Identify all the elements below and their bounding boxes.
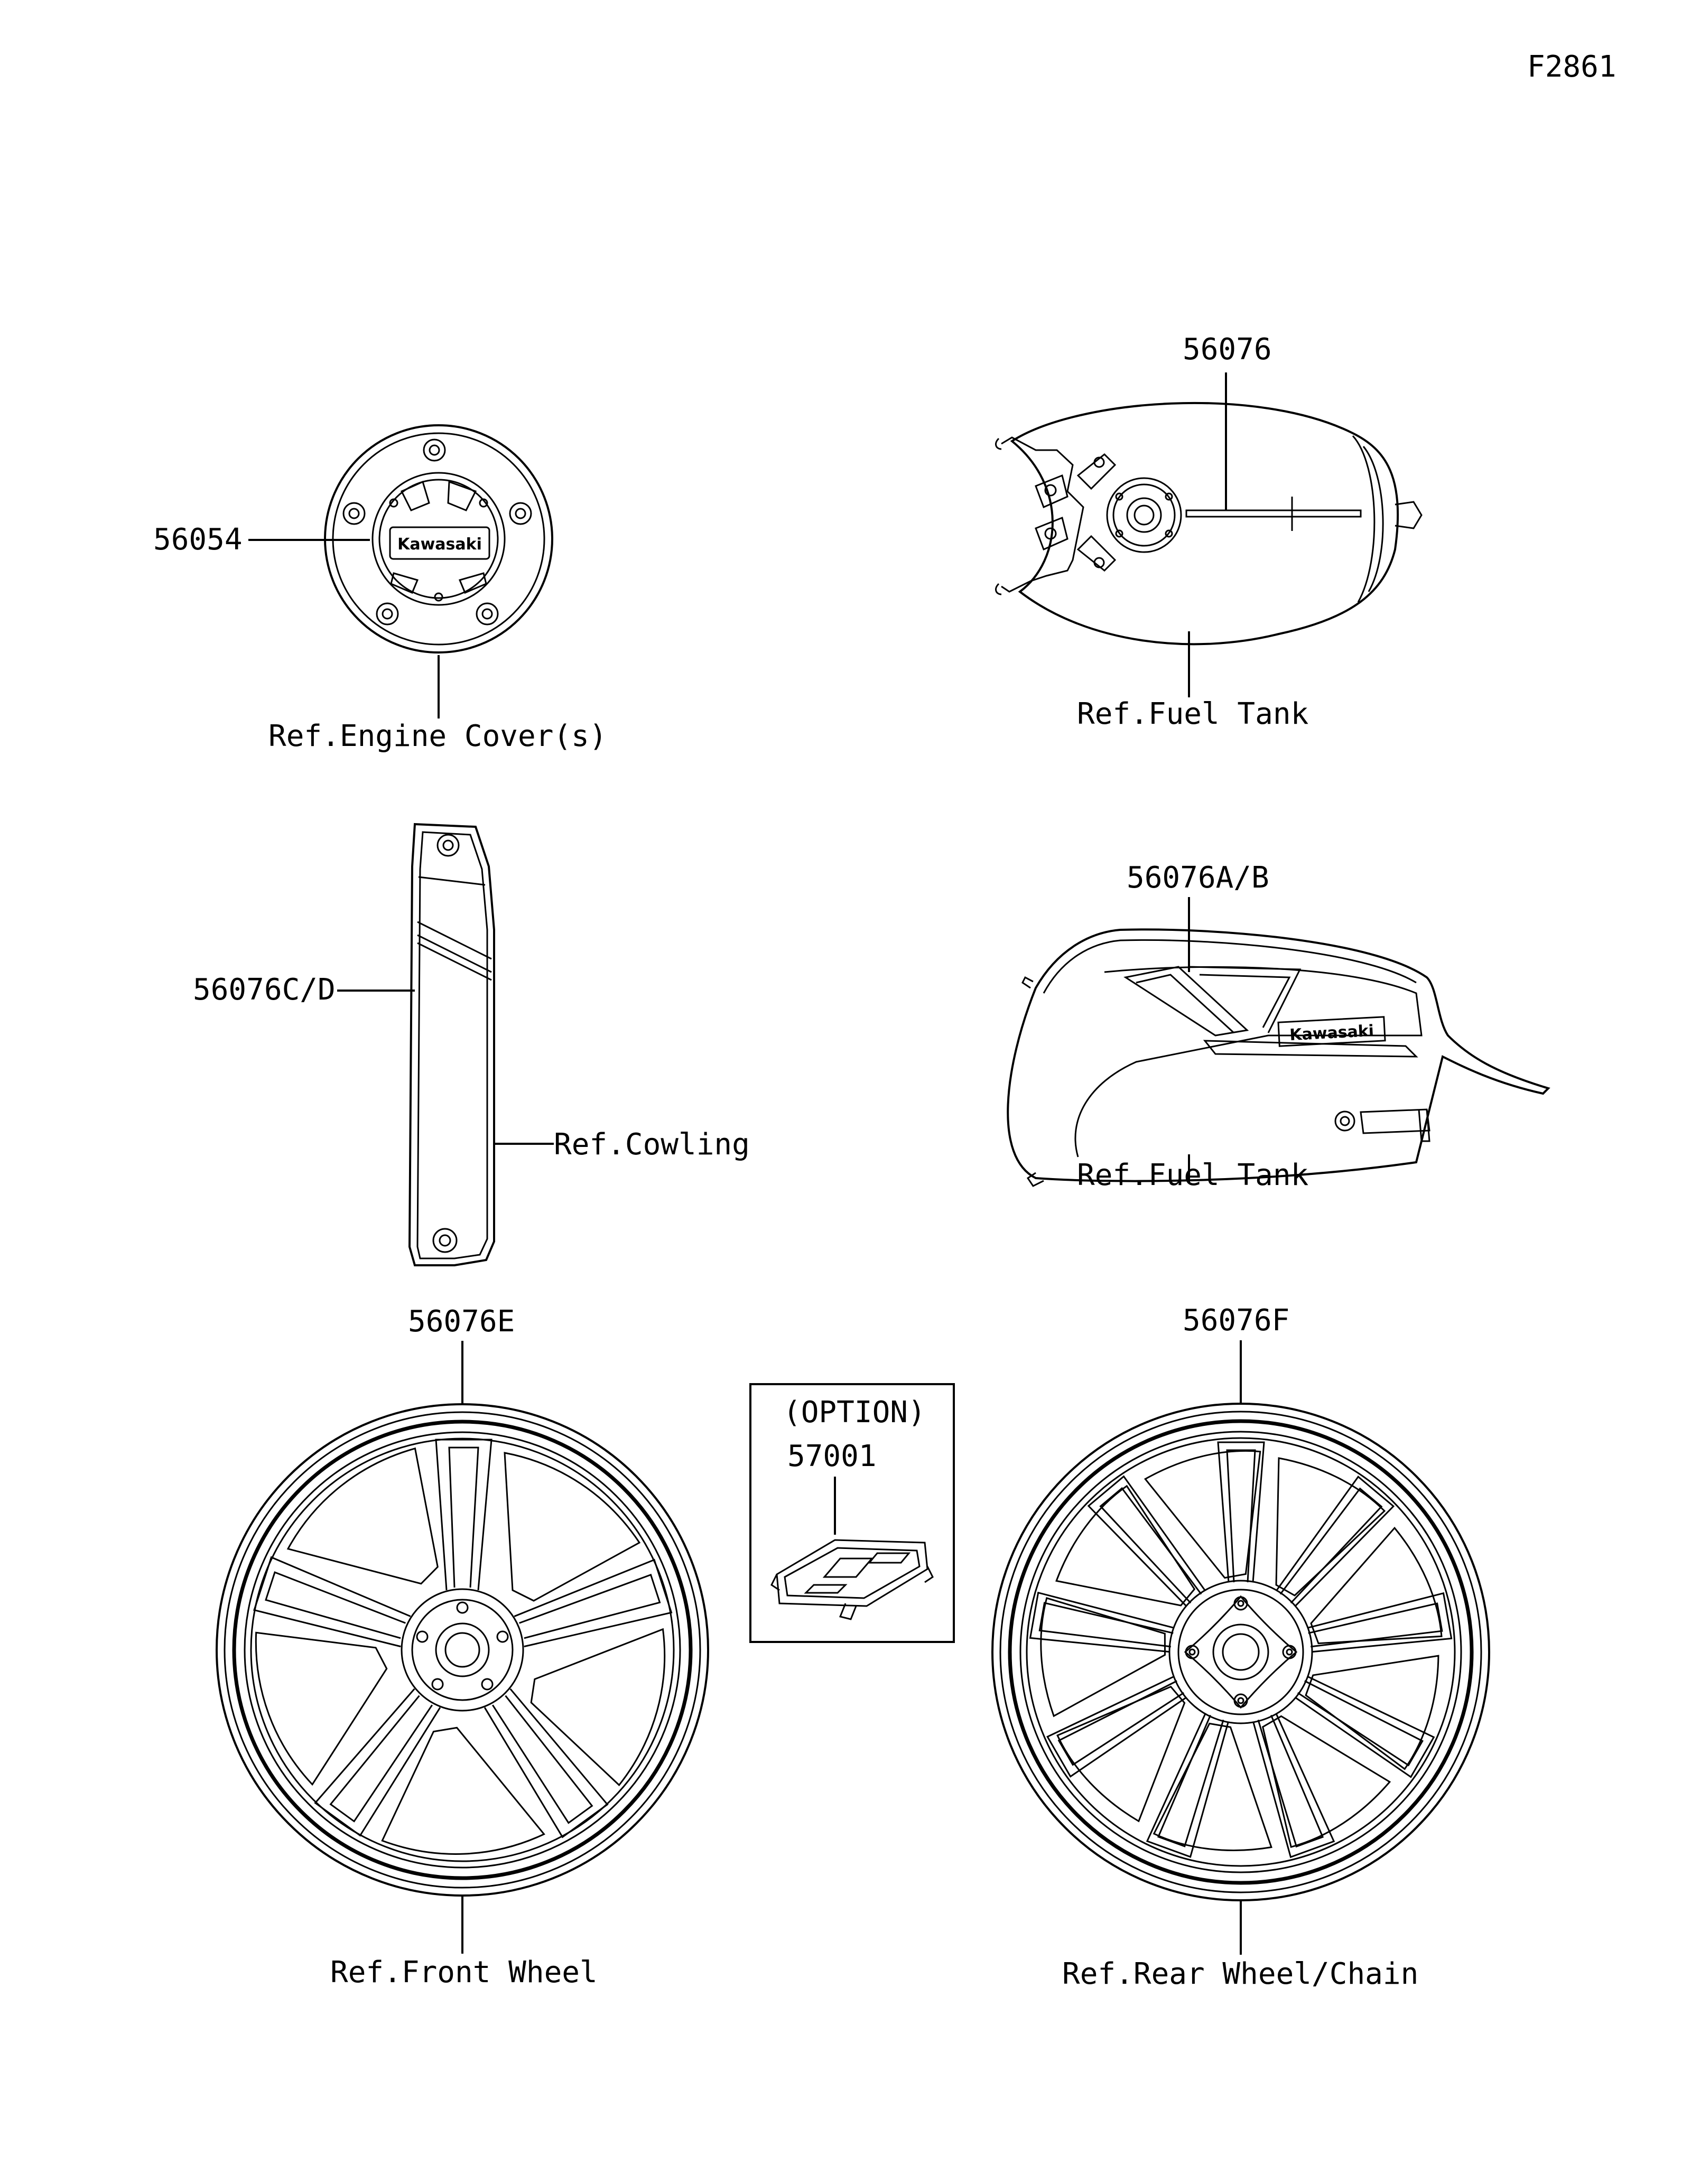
option-label: (OPTION): [783, 1395, 926, 1430]
option-part-number[interactable]: 57001: [787, 1439, 877, 1473]
front-wheel-reference[interactable]: Ref.Front Wheel: [330, 1955, 598, 1990]
tank-top-reference[interactable]: Ref.Fuel Tank: [1077, 697, 1308, 731]
engine-cover-emblem[interactable]: Kawasaki: [324, 424, 553, 654]
cowling-reference[interactable]: Ref.Cowling: [554, 1127, 750, 1162]
option-box: [749, 1383, 955, 1643]
engine-emblem-part-number[interactable]: 56054: [153, 522, 243, 557]
front-wheel[interactable]: [202, 1403, 709, 1915]
engine-cover-reference[interactable]: Ref.Engine Cover(s): [268, 719, 607, 753]
rear-wheel[interactable]: [991, 1403, 1490, 1901]
rear-wheel-reference[interactable]: Ref.Rear Wheel/Chain: [1062, 1957, 1418, 1991]
option-bracket[interactable]: [770, 1539, 934, 1620]
tank-side-part-number[interactable]: 56076A/B: [1127, 861, 1269, 895]
tank-side-reference[interactable]: Ref.Fuel Tank: [1077, 1158, 1308, 1192]
fuel-tank-side-view[interactable]: Kawasaki: [1007, 928, 1550, 1187]
rear-wheel-part-number[interactable]: 56076F: [1183, 1303, 1289, 1338]
figure-code: F2861: [1527, 50, 1616, 84]
tank-logo: Kawasaki: [1289, 1022, 1374, 1044]
front-wheel-part-number[interactable]: 56076E: [408, 1304, 515, 1339]
fuel-tank-top-view[interactable]: [995, 402, 1423, 646]
tank-top-part-number[interactable]: 56076: [1183, 332, 1272, 367]
cowling-part-number[interactable]: 56076C/D: [193, 973, 336, 1007]
cowling-panel[interactable]: [408, 823, 495, 1266]
cover-logo: Kawasaki: [397, 535, 482, 554]
